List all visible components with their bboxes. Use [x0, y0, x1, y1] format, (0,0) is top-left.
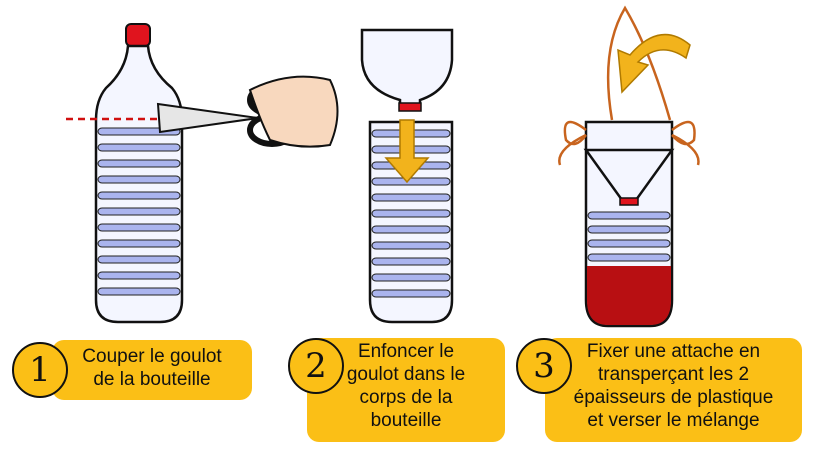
step-2-number: 2: [288, 338, 344, 394]
bottle-rib: [97, 223, 181, 232]
step-1-label: Couper le goulot de la bouteille: [52, 340, 252, 400]
step-3-number: 3: [516, 338, 572, 394]
step-3-line: et verser le mélange: [587, 410, 760, 431]
bottle-rib: [371, 241, 451, 250]
string-handle: [606, 5, 672, 121]
bottle-rib: [371, 225, 451, 234]
step-1-number: 1: [12, 342, 68, 398]
step-3-label: Fixer une attache en transperçant les 2 …: [545, 338, 802, 442]
bottle-2: [360, 28, 454, 324]
bottle-rib: [97, 159, 181, 168]
step-2-line: goulot dans le: [346, 364, 466, 385]
bottle-rib: [587, 253, 671, 262]
step-2-line: Enfoncer le: [357, 341, 455, 362]
arrow-down-icon: [384, 119, 430, 184]
bottle-rib: [587, 211, 671, 220]
step-3-line: épaisseurs de plastique: [573, 387, 774, 408]
bottle-rib: [587, 239, 671, 248]
step-1-line: de la bouteille: [93, 369, 211, 390]
bottle-3: [558, 5, 700, 328]
bottle-rib: [97, 143, 181, 152]
bottle-rib: [97, 239, 181, 248]
bottle-rib: [97, 287, 181, 296]
bottle-rib: [97, 271, 181, 280]
bottle-rib: [371, 289, 451, 298]
bottle-rib: [371, 177, 451, 186]
bottle-rib: [371, 257, 451, 266]
step-2-line: bouteille: [370, 410, 442, 431]
step-3-line: transperçant les 2: [597, 364, 750, 385]
scissors-hand: [156, 75, 339, 148]
bottle-neck: [360, 28, 454, 110]
step-1-line: Couper le goulot: [82, 346, 222, 367]
bottle-body: [368, 120, 454, 324]
hand-icon: [248, 75, 339, 148]
curved-arrow-icon: [617, 33, 691, 94]
bottle-1: [66, 23, 200, 324]
bottle-rib: [371, 209, 451, 218]
step-2-line: corps de la: [359, 387, 453, 408]
bottle-rib: [97, 207, 181, 216]
bottle-rib: [371, 193, 451, 202]
knot-left: [558, 120, 588, 166]
knot-right: [671, 120, 700, 166]
bottle-cap: [125, 23, 151, 47]
bottle-rib: [97, 175, 181, 184]
bottle-rib: [97, 255, 181, 264]
bottle-rib: [371, 273, 451, 282]
liquid-mixture: [587, 266, 671, 325]
scissors-icon: [156, 102, 259, 134]
bottle-rib: [587, 225, 671, 234]
bottle-rib: [97, 191, 181, 200]
step-3-line: Fixer une attache en: [586, 341, 761, 362]
